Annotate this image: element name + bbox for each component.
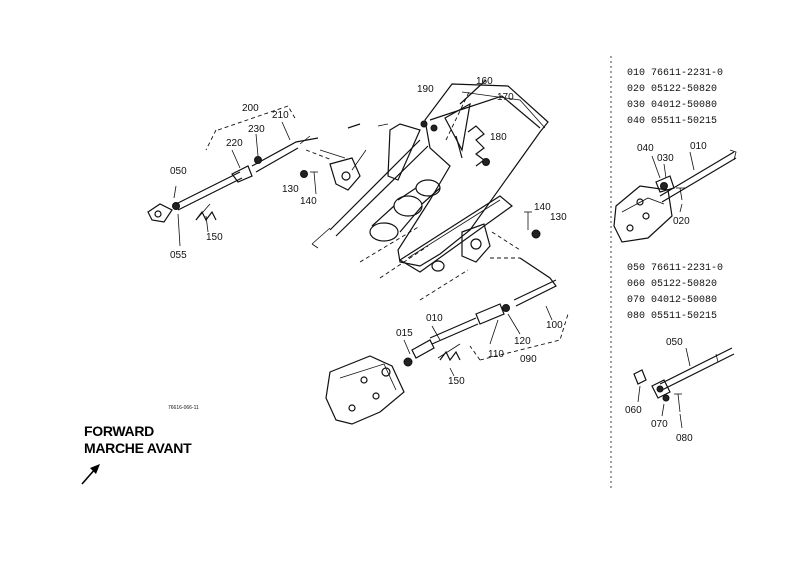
callout-030: 030 xyxy=(657,153,674,164)
parts-row-number: 04012-50080 xyxy=(651,100,717,111)
callout-055: 055 xyxy=(170,250,187,261)
drawing-code: 76616-066-11 xyxy=(168,405,199,411)
parts-row-ref: 080 xyxy=(627,311,645,322)
callout-170: 170 xyxy=(497,92,514,103)
forward-indicator: FORWARD MARCHE AVANT xyxy=(81,423,192,485)
parts-row-ref: 040 xyxy=(627,116,645,127)
callout-020: 020 xyxy=(673,216,690,227)
parts-row-number: 76611-2231-0 xyxy=(651,68,723,79)
callout-230: 230 xyxy=(248,124,265,135)
callout-060: 060 xyxy=(625,405,642,416)
lower-cable-assembly xyxy=(325,257,569,425)
callout-190: 190 xyxy=(417,84,434,95)
parts-row-number: 05122-50820 xyxy=(651,279,717,290)
callout-140-left: 140 xyxy=(300,196,317,207)
callout-210: 210 xyxy=(272,110,289,121)
upper-left-linkage xyxy=(147,105,319,247)
callout-015: 015 xyxy=(396,328,413,339)
parts-list-group-2: 050 76611-2231-0 060 05122-50820 070 040… xyxy=(627,263,723,322)
parts-row-number: 04012-50080 xyxy=(651,295,717,306)
forward-arrowhead-icon xyxy=(90,464,100,474)
callout-010-lower: 010 xyxy=(426,313,443,324)
callout-140-right: 140 xyxy=(534,202,551,213)
callout-130-left: 130 xyxy=(282,184,299,195)
callout-010-inset: 010 xyxy=(690,141,707,152)
parts-row-number: 05511-50215 xyxy=(651,116,717,127)
callout-220: 220 xyxy=(226,138,243,149)
callout-080: 080 xyxy=(676,433,693,444)
callout-070: 070 xyxy=(651,419,668,430)
callout-110: 110 xyxy=(488,349,504,360)
parts-row-number: 76611-2231-0 xyxy=(651,263,723,274)
callout-100: 100 xyxy=(546,320,563,331)
main-frame-assembly xyxy=(305,79,549,301)
parts-row-ref: 050 xyxy=(627,263,645,274)
callout-120: 120 xyxy=(514,336,531,347)
forward-label-french: MARCHE AVANT xyxy=(84,440,192,456)
callout-150-upper: 150 xyxy=(206,232,223,243)
callout-180: 180 xyxy=(490,132,507,143)
callout-040: 040 xyxy=(637,143,654,154)
parts-row-ref: 030 xyxy=(627,100,645,111)
inset-diagram-2: 050 060 070 080 xyxy=(625,337,735,444)
parts-list-group-1: 010 76611-2231-0 020 05122-50820 030 040… xyxy=(627,68,723,127)
right-bolt-items xyxy=(524,211,541,239)
callout-050-inset: 050 xyxy=(666,337,683,348)
inset-diagram-1: 040 030 010 020 xyxy=(613,141,737,243)
parts-row-ref: 070 xyxy=(627,295,645,306)
callout-050-upper: 050 xyxy=(170,166,187,177)
callout-130-right: 130 xyxy=(550,212,567,223)
parts-row-number: 05511-50215 xyxy=(651,311,717,322)
callout-200: 200 xyxy=(242,103,259,114)
callout-150-lower: 150 xyxy=(448,376,465,387)
parts-row-number: 05122-50820 xyxy=(651,84,717,95)
forward-label: FORWARD xyxy=(84,423,154,439)
parts-row-ref: 060 xyxy=(627,279,645,290)
callout-labels: 190 160 170 180 200 210 230 220 050 055 … xyxy=(170,76,567,387)
callout-090: 090 xyxy=(520,354,537,365)
parts-row-ref: 020 xyxy=(627,84,645,95)
parts-row-ref: 010 xyxy=(627,68,645,79)
callout-160: 160 xyxy=(476,76,493,87)
